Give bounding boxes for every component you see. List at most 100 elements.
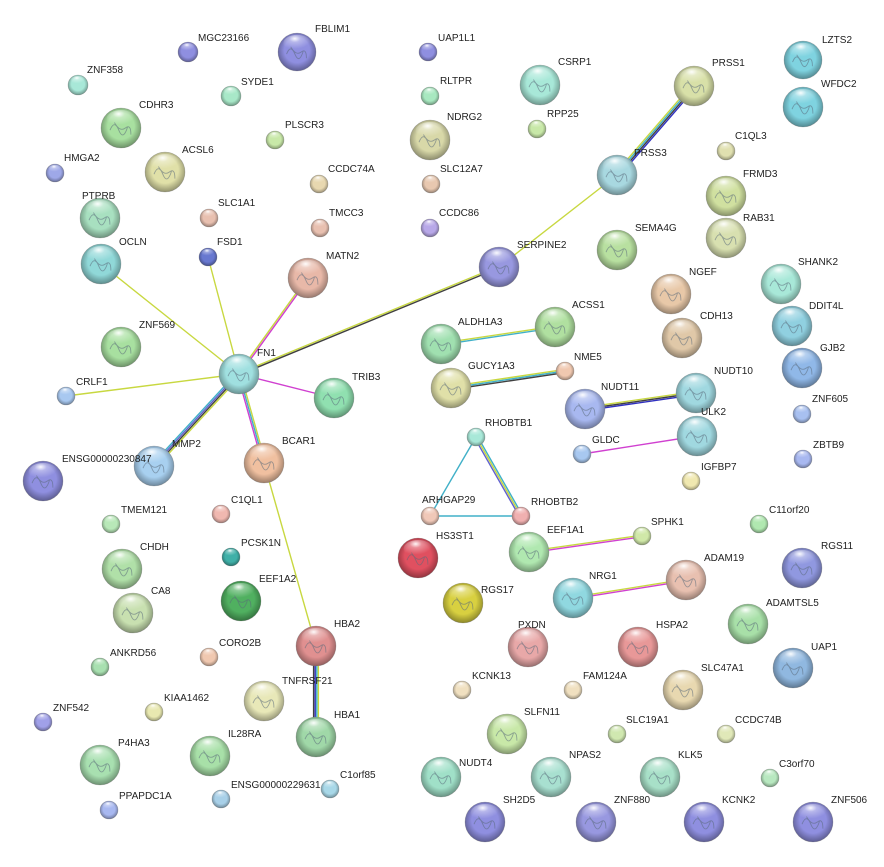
node-adam19[interactable]: ADAM19	[665, 553, 744, 601]
node-rgs11[interactable]: RGS11	[781, 541, 853, 589]
node-acsl6[interactable]: ACSL6	[144, 145, 214, 193]
node-bcar1[interactable]: BCAR1	[243, 436, 316, 484]
node-sh2d5[interactable]: SH2D5	[464, 795, 536, 843]
node-hs3st1[interactable]: HS3ST1	[397, 531, 474, 579]
node-hba2[interactable]: HBA2	[295, 619, 361, 667]
node-nudt10[interactable]: NUDT10	[675, 366, 753, 414]
node-kcnk13[interactable]: KCNK13	[452, 671, 511, 700]
node-znf542[interactable]: ZNF542	[33, 703, 90, 732]
node-slfn11[interactable]: SLFN11	[486, 707, 560, 755]
node-prss1[interactable]: PRSS1	[673, 58, 745, 107]
node-cdhr3[interactable]: CDHR3	[100, 100, 174, 149]
node-c1ql3[interactable]: C1QL3	[716, 131, 767, 161]
node-gldc[interactable]: GLDC	[572, 435, 620, 464]
node-eef1a1[interactable]: EEF1A1	[508, 525, 585, 573]
node-hspa2[interactable]: HSPA2	[617, 620, 688, 668]
node-nudt11[interactable]: NUDT11	[564, 382, 640, 430]
node-c1orf85[interactable]: C1orf85	[320, 770, 376, 799]
node-zbtb9[interactable]: ZBTB9	[793, 440, 845, 469]
node-rpp25[interactable]: RPP25	[527, 109, 579, 139]
node-mgc23166[interactable]: MGC23166	[177, 33, 250, 63]
node-ocln[interactable]: OCLN	[80, 237, 147, 285]
node-eef1a2[interactable]: EEF1A2	[220, 574, 297, 622]
node-c1ql1[interactable]: C1QL1	[211, 495, 263, 524]
node-ensg00000230847[interactable]: ENSG00000230847	[22, 454, 152, 502]
node-slc1a1[interactable]: SLC1A1	[199, 198, 256, 228]
node-ca8[interactable]: CA8	[112, 586, 171, 634]
node-mmp2[interactable]: MMP2	[133, 439, 201, 487]
node-shank2[interactable]: SHANK2	[760, 257, 838, 305]
node-tmem121[interactable]: TMEM121	[101, 505, 168, 534]
node-fblim1[interactable]: FBLIM1	[277, 24, 350, 72]
node-matn2[interactable]: MATN2	[287, 251, 360, 299]
node-il28ra[interactable]: IL28RA	[189, 729, 262, 777]
node-fn1[interactable]: FN1	[218, 348, 276, 395]
node-rgs17[interactable]: RGS17	[442, 582, 514, 624]
node-frmd3[interactable]: FRMD3	[705, 169, 778, 217]
node-rhobtb2[interactable]: RHOBTB2	[511, 497, 579, 526]
node-csrp1[interactable]: CSRP1	[519, 57, 592, 106]
node-c3orf70[interactable]: C3orf70	[760, 759, 815, 788]
node-fsd1[interactable]: FSD1	[198, 237, 243, 267]
node-ppapdc1a[interactable]: PPAPDC1A	[99, 791, 172, 820]
node-ccdc74b[interactable]: CCDC74B	[716, 715, 782, 744]
node-nrg1[interactable]: NRG1	[552, 571, 617, 619]
node-trib3[interactable]: TRIB3	[313, 372, 381, 419]
node-uap1l1[interactable]: UAP1L1	[418, 33, 476, 62]
node-aldh1a3[interactable]: ALDH1A3	[420, 317, 503, 365]
node-plscr3[interactable]: PLSCR3	[265, 120, 324, 150]
node-syde1[interactable]: SYDE1	[220, 77, 274, 107]
node-ccdc86[interactable]: CCDC86	[420, 208, 479, 238]
node-tmcc3[interactable]: TMCC3	[310, 208, 364, 238]
node-slc12a7[interactable]: SLC12A7	[421, 164, 483, 194]
node-klk5[interactable]: KLK5	[639, 750, 703, 798]
node-ddit4l[interactable]: DDIT4L	[771, 301, 844, 347]
node-coro2b[interactable]: CORO2B	[199, 638, 262, 667]
node-sphk1[interactable]: SPHK1	[632, 517, 684, 546]
node-znf569[interactable]: ZNF569	[100, 320, 176, 368]
node-arhgap29[interactable]: ARHGAP29	[420, 495, 476, 526]
node-ensg00000229631[interactable]: ENSG00000229631	[211, 780, 321, 809]
node-acss1[interactable]: ACSS1	[534, 300, 605, 348]
node-slc19a1[interactable]: SLC19A1	[607, 715, 669, 744]
node-p4ha3[interactable]: P4HA3	[79, 738, 150, 786]
node-rltpr[interactable]: RLTPR	[420, 76, 472, 106]
node-kcnk2[interactable]: KCNK2	[683, 795, 756, 843]
node-hmga2[interactable]: HMGA2	[45, 153, 100, 183]
node-ankrd56[interactable]: ANKRD56	[90, 648, 157, 677]
node-prss3[interactable]: PRSS3	[596, 148, 667, 196]
node-znf880[interactable]: ZNF880	[575, 795, 651, 843]
node-nudt4[interactable]: NUDT4	[420, 756, 493, 798]
node-znf358[interactable]: ZNF358	[67, 65, 124, 96]
node-slc47a1[interactable]: SLC47A1	[662, 663, 744, 711]
node-chdh[interactable]: CHDH	[101, 542, 169, 590]
node-znf506[interactable]: ZNF506	[792, 795, 868, 843]
node-pcsk1n[interactable]: PCSK1N	[221, 538, 281, 567]
node-ngef[interactable]: NGEF	[650, 267, 717, 315]
node-ulk2[interactable]: ULK2	[676, 407, 726, 457]
node-gjb2[interactable]: GJB2	[781, 343, 845, 389]
node-hba1[interactable]: HBA1	[295, 710, 361, 758]
node-uap1[interactable]: UAP1	[772, 642, 838, 689]
node-wfdc2[interactable]: WFDC2	[782, 79, 857, 128]
node-cdh13[interactable]: CDH13	[661, 311, 733, 359]
node-c11orf20[interactable]: C11orf20	[749, 505, 810, 534]
node-ptprb[interactable]: PTPRB	[79, 191, 121, 239]
node-znf605[interactable]: ZNF605	[792, 394, 849, 424]
node-ccdc74a[interactable]: CCDC74A	[309, 164, 375, 194]
node-adamtsl5[interactable]: ADAMTSL5	[727, 598, 819, 645]
node-tnfrsf21[interactable]: TNFRSF21	[243, 676, 333, 722]
node-ndrg2[interactable]: NDRG2	[409, 112, 482, 161]
node-rhobtb1[interactable]: RHOBTB1	[466, 418, 533, 447]
node-npas2[interactable]: NPAS2	[530, 750, 601, 798]
node-fam124a[interactable]: FAM124A	[563, 671, 627, 700]
node-sema4g[interactable]: SEMA4G	[596, 223, 677, 271]
node-gucy1a3[interactable]: GUCY1A3	[430, 361, 515, 409]
node-serpine2[interactable]: SERPINE2	[478, 240, 567, 288]
node-lzts2[interactable]: LZTS2	[783, 35, 852, 80]
node-rab31[interactable]: RAB31	[705, 213, 775, 259]
node-igfbp7[interactable]: IGFBP7	[681, 462, 737, 491]
node-kiaa1462[interactable]: KIAA1462	[144, 693, 209, 722]
node-pxdn[interactable]: PXDN	[507, 620, 549, 668]
node-crlf1[interactable]: CRLF1	[56, 377, 108, 406]
